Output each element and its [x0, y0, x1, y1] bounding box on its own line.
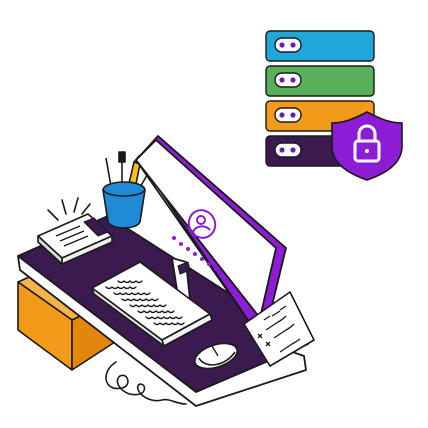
document-paper: [243, 291, 315, 367]
server-unit: [265, 30, 375, 62]
mouse: [194, 342, 238, 370]
server-unit: [265, 65, 375, 97]
password-dots: [172, 236, 218, 271]
lock-icon: [353, 124, 381, 163]
keyboard-keys: [105, 280, 185, 326]
shield-lock-icon: [331, 111, 403, 181]
alert-lines: [47, 197, 91, 221]
keyboard: [91, 261, 213, 347]
cable-doodle: [105, 361, 187, 405]
calculator-device: [37, 213, 113, 265]
user-profile-icon: [187, 209, 217, 239]
